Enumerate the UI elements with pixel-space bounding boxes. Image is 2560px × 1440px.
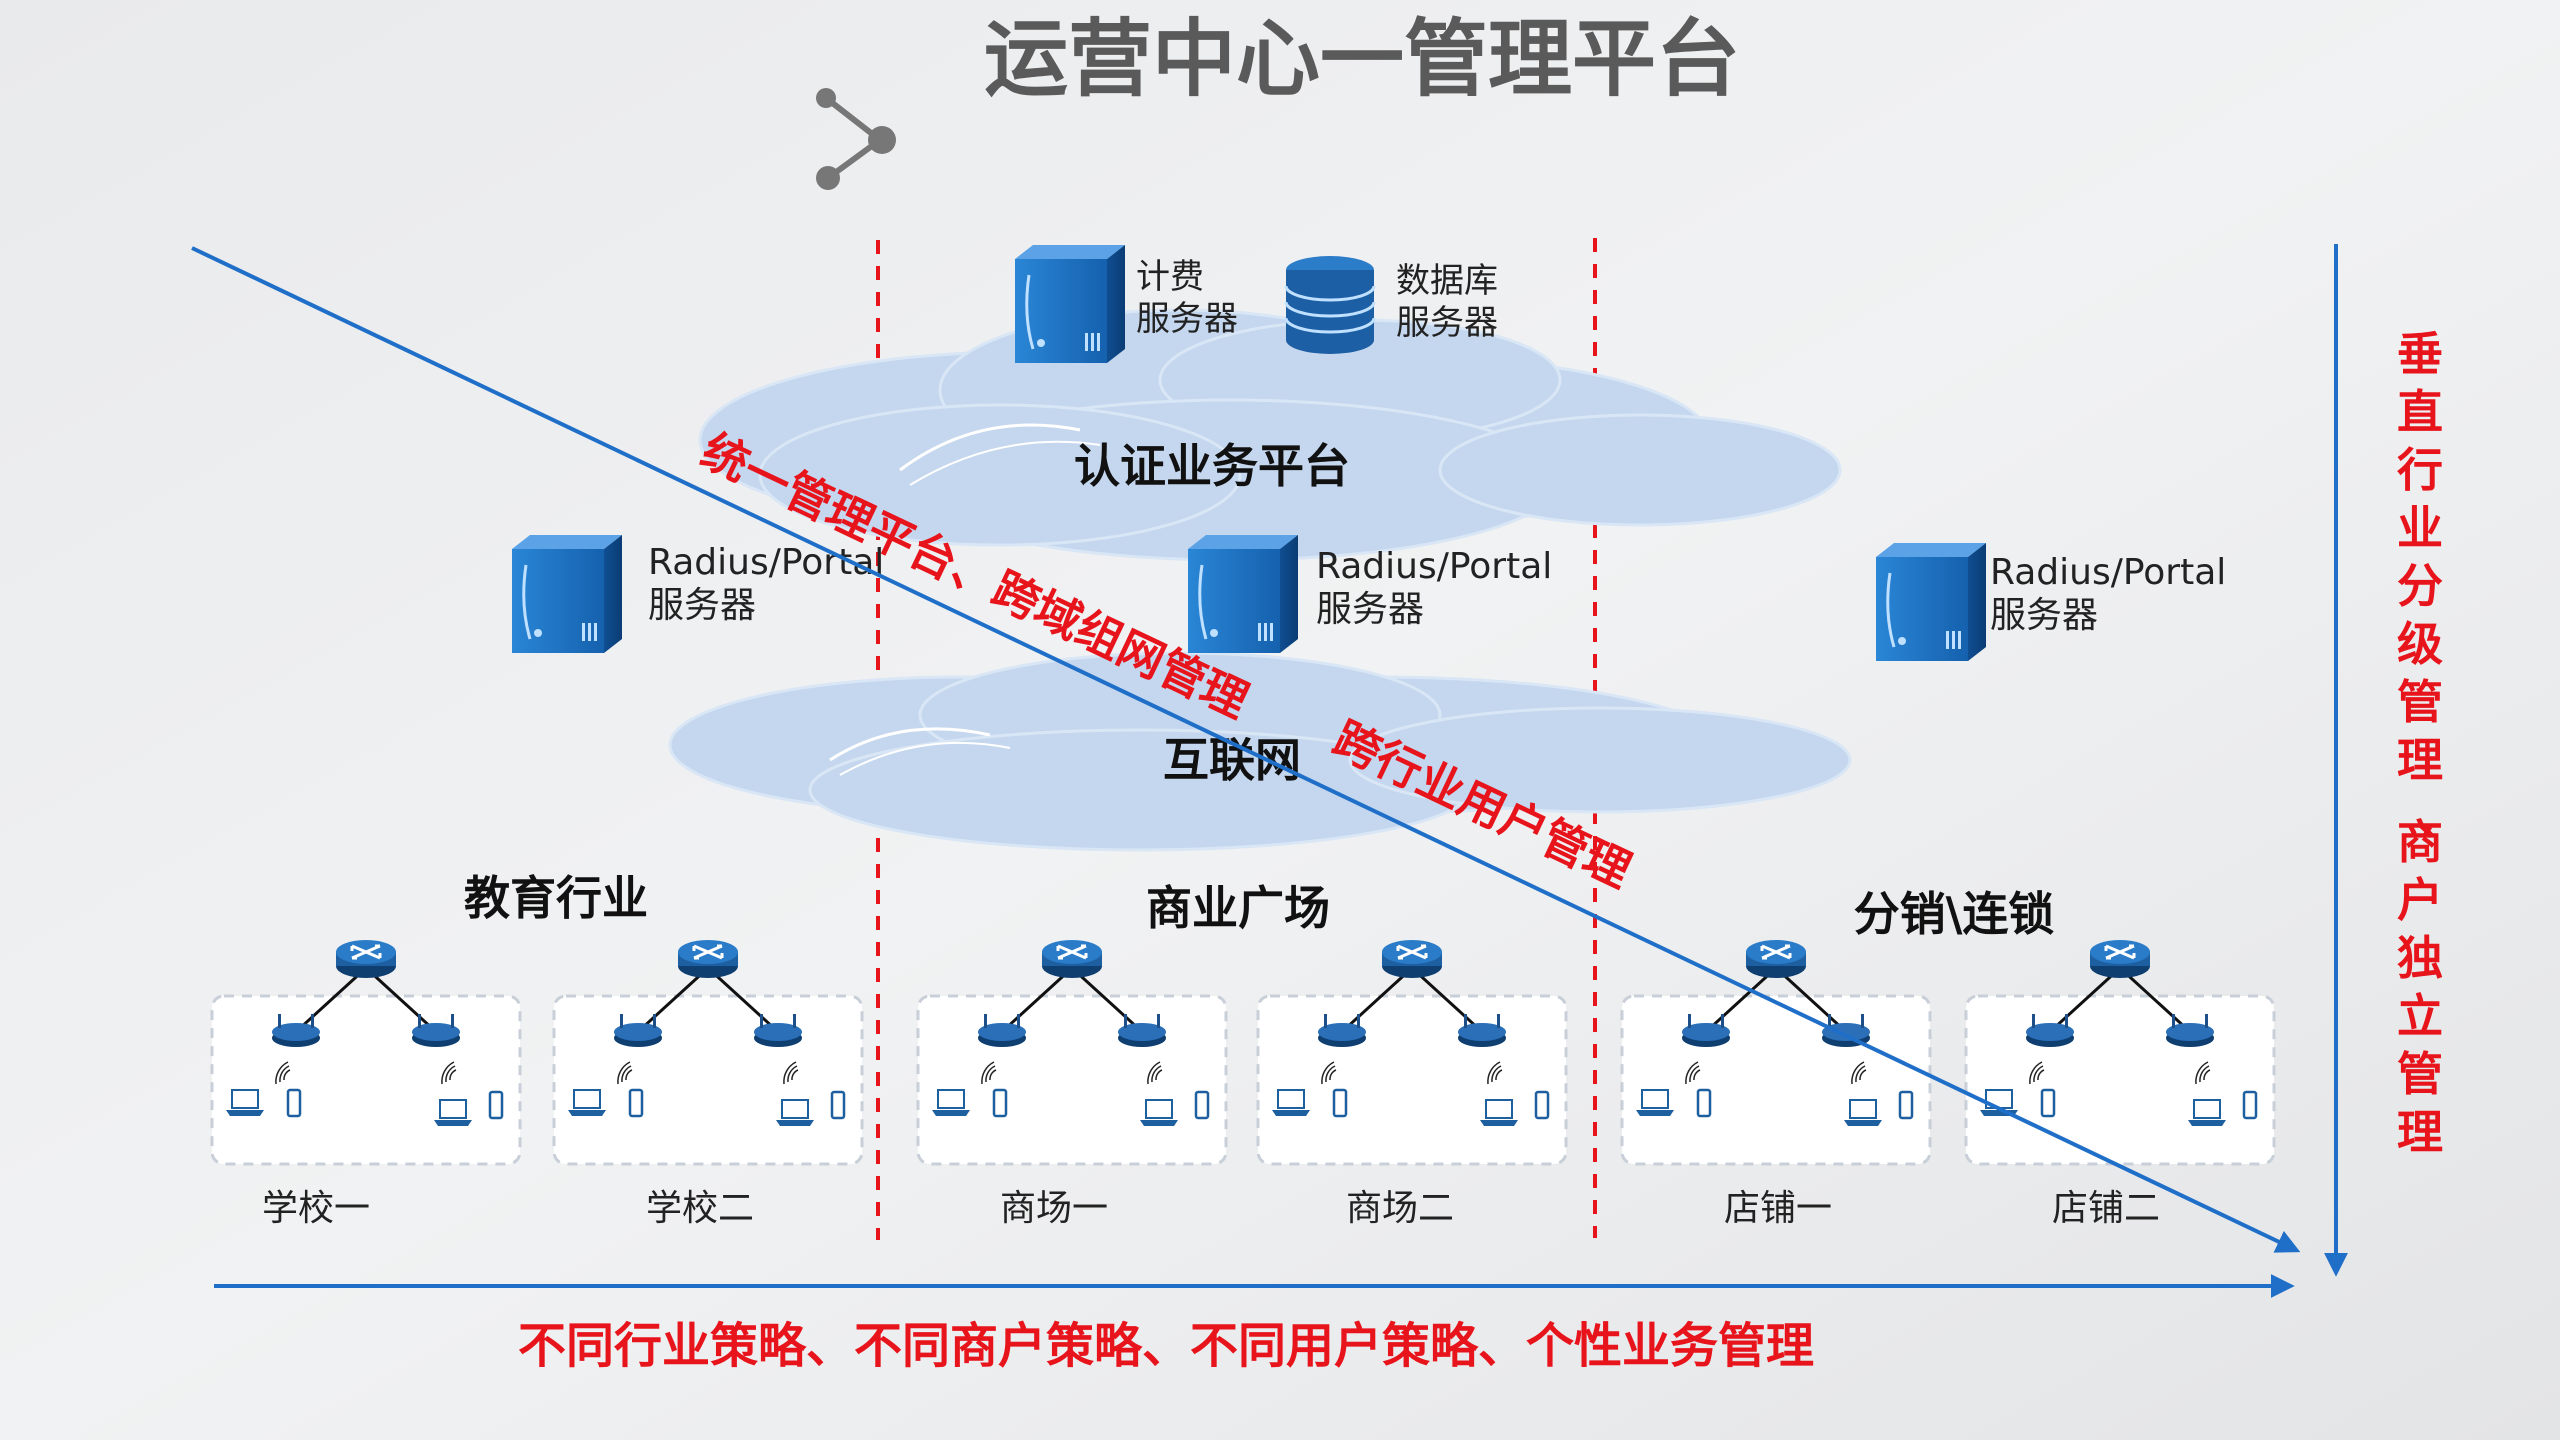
laptop-icon — [567, 1089, 607, 1117]
phone-icon — [830, 1090, 846, 1120]
industry-label-retail: 分销\连锁 — [1854, 887, 2055, 941]
site-label: 店铺一 — [1724, 1188, 1832, 1229]
site-networks: 学校一 学校二 商场一 商场二 店铺一 店铺二 — [210, 938, 2276, 1229]
router-icon — [676, 938, 740, 980]
radius-server-label-2b: 服务器 — [1316, 589, 1424, 630]
laptop-icon — [775, 1099, 815, 1127]
billing-server-label-2: 服务器 — [1136, 299, 1238, 339]
radius-server-icon-3 — [1874, 541, 1988, 663]
site-box — [1256, 994, 1568, 1166]
link-line — [1342, 966, 1482, 1032]
site-box — [552, 994, 864, 1166]
auth-platform-cloud — [698, 308, 1842, 562]
link-line — [638, 966, 778, 1032]
site-network: 商场二 — [1256, 938, 1568, 1229]
billing-server-icon — [1013, 243, 1127, 365]
laptop-icon — [1635, 1089, 1675, 1117]
router-icon — [334, 938, 398, 980]
site-label: 学校二 — [646, 1188, 754, 1229]
phone-icon — [2040, 1088, 2056, 1118]
phone-icon — [992, 1088, 1008, 1118]
laptop-icon — [1139, 1099, 1179, 1127]
link-line — [296, 966, 436, 1032]
router-icon — [1040, 938, 1104, 980]
radius-server-label-3b: 服务器 — [1990, 595, 2098, 636]
link-line — [1706, 966, 1846, 1032]
laptop-icon — [2187, 1099, 2227, 1127]
radius-server-label-3a: Radius/Portal — [1990, 552, 2226, 593]
router-icon — [2088, 938, 2152, 980]
link-line — [2050, 966, 2190, 1032]
bottom-label: 不同行业策略、不同商户策略、不同用户策略、个性业务管理 — [518, 1318, 1814, 1374]
site-box — [210, 994, 522, 1166]
router-icon — [1744, 938, 1808, 980]
laptop-icon — [931, 1089, 971, 1117]
link-line — [1002, 966, 1142, 1032]
laptop-icon — [1479, 1099, 1519, 1127]
router-icon — [1380, 938, 1444, 980]
database-server-label-2: 服务器 — [1396, 303, 1498, 343]
phone-icon — [286, 1088, 302, 1118]
phone-icon — [628, 1088, 644, 1118]
laptop-icon — [1271, 1089, 1311, 1117]
database-server-label-1: 数据库 — [1396, 261, 1498, 301]
phone-icon — [1696, 1088, 1712, 1118]
site-label: 学校一 — [262, 1188, 370, 1229]
share-icon — [816, 88, 896, 190]
phone-icon — [488, 1090, 504, 1120]
phone-icon — [2242, 1090, 2258, 1120]
phone-icon — [1332, 1088, 1348, 1118]
site-network: 商场一 — [916, 938, 1228, 1229]
radius-server-icon-2 — [1186, 533, 1300, 655]
diagonal-arrow — [191, 246, 2301, 1253]
site-label: 商场二 — [1346, 1188, 1454, 1229]
laptop-icon — [225, 1089, 265, 1117]
page-title: 运营中心一管理平台 — [984, 10, 1740, 108]
site-label: 商场一 — [1000, 1188, 1108, 1229]
site-label: 店铺二 — [2052, 1188, 2160, 1229]
laptop-icon — [1843, 1099, 1883, 1127]
radius-server-label-1a: Radius/Portal — [648, 542, 884, 583]
phone-icon — [1534, 1090, 1550, 1120]
industry-label-commerce: 商业广场 — [1146, 881, 1330, 935]
radius-server-label-2a: Radius/Portal — [1316, 546, 1552, 587]
site-network: 学校二 — [552, 938, 864, 1229]
phone-icon — [1194, 1090, 1210, 1120]
laptop-icon — [433, 1099, 473, 1127]
vertical-label: 垂直行业分级管理、商户独立管理 — [2397, 327, 2463, 1159]
industry-label-education: 教育行业 — [464, 871, 648, 925]
site-box — [1964, 994, 2276, 1166]
site-network: 店铺二 — [1964, 938, 2276, 1229]
radius-server-label-1b: 服务器 — [648, 585, 756, 626]
site-box — [1620, 994, 1932, 1166]
radius-server-icon-1 — [510, 533, 624, 655]
internet-cloud — [668, 651, 1852, 852]
billing-server-label-1: 计费 — [1136, 257, 1204, 297]
database-server-icon — [1284, 256, 1376, 354]
site-network: 学校一 — [210, 938, 522, 1229]
site-box — [916, 994, 1228, 1166]
auth-platform-label: 认证业务平台 — [1074, 439, 1350, 493]
phone-icon — [1898, 1090, 1914, 1120]
vertical-label-text: 垂直行业分级管理、商户独立管理 — [2397, 327, 2463, 1159]
